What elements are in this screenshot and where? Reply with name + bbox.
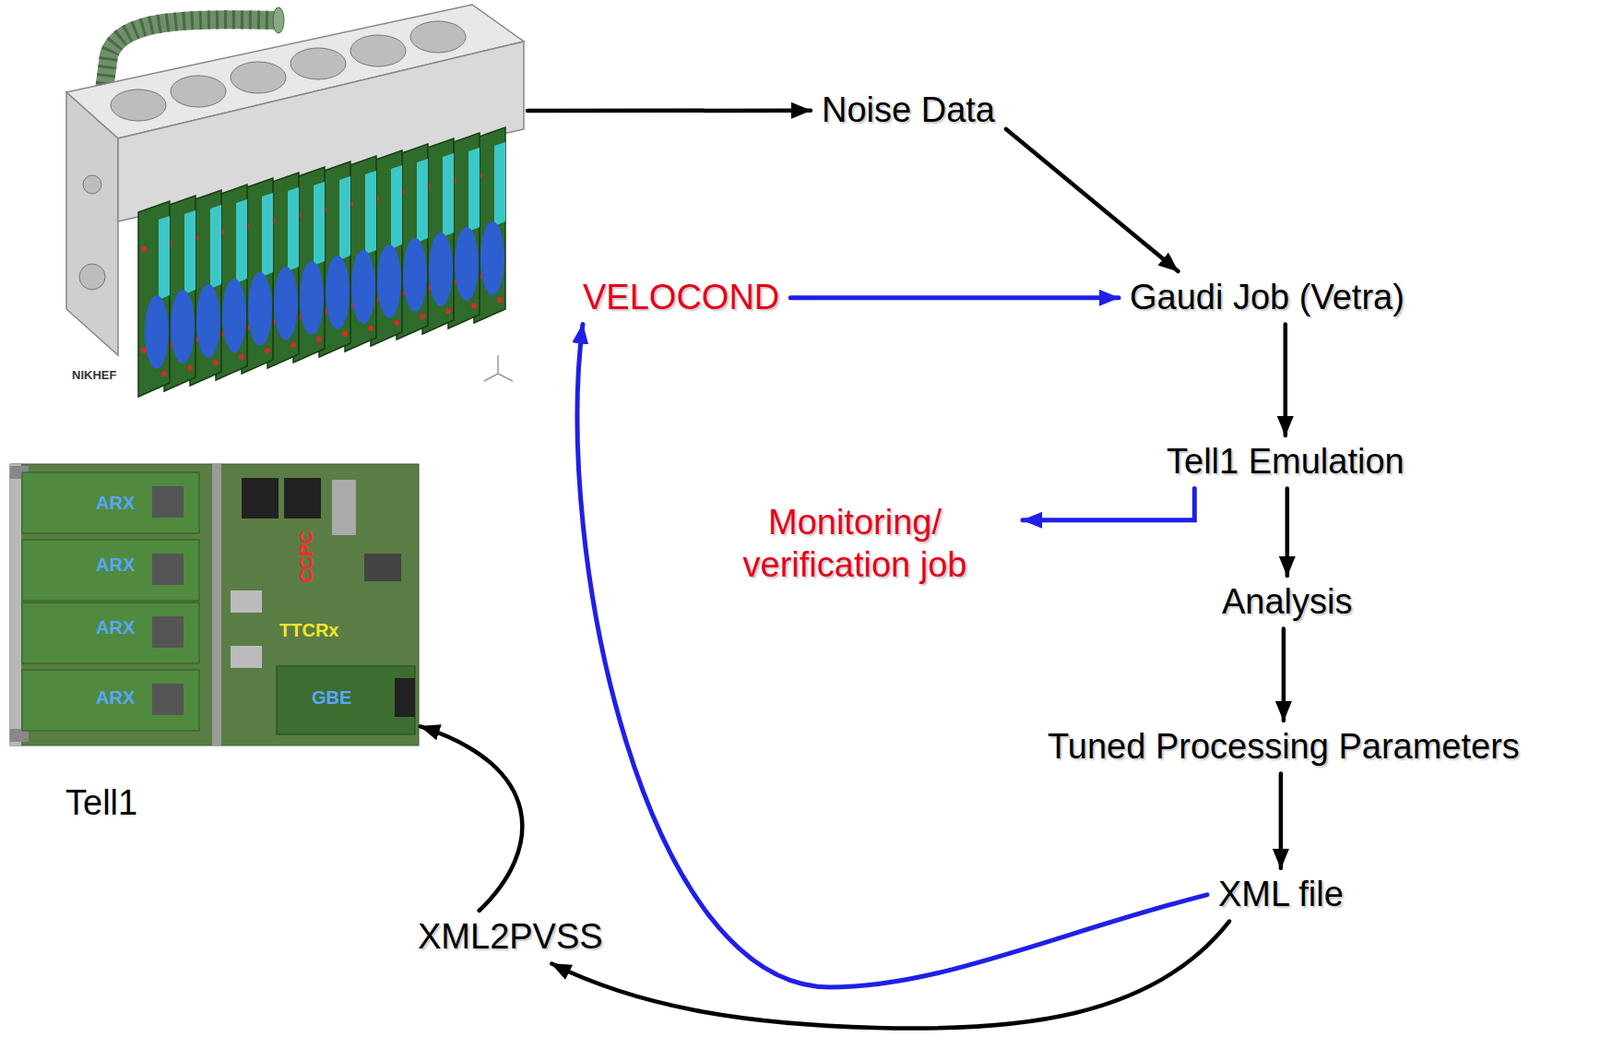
chip-label: CCPC: [296, 530, 318, 583]
chip-label: ARX: [95, 687, 135, 709]
connector-arrow: [420, 725, 522, 911]
connector-arrow: [551, 921, 1230, 1029]
tell1-board: Tell1: [10, 463, 421, 829]
node-text: Gaudi Job (Vetra): [1129, 276, 1405, 320]
connector-arrow: [1285, 488, 1291, 576]
node-text: XML file: [1218, 873, 1344, 916]
chip-label: TTCRx: [279, 619, 339, 641]
file-label: XML file: [1207, 867, 1355, 922]
connector-arrow: [1022, 488, 1195, 521]
connector-arrow: [790, 295, 1119, 300]
connector-arrow: [577, 324, 1208, 987]
connector-arrow: [1006, 129, 1178, 272]
node-text: NIKHEF: [71, 367, 117, 382]
chip-label: ARX: [95, 554, 135, 576]
node-text: Tell1 Emulation: [1166, 440, 1405, 484]
velo-detector: [66, 4, 524, 397]
process-label: Analysis: [1210, 575, 1364, 629]
monitoring-job: Monitoring/ verification job: [687, 496, 1023, 592]
connector-arrow: [1279, 773, 1284, 868]
connector-arrow: [527, 108, 811, 114]
chip-label: ARX: [95, 492, 135, 514]
process-label: Tell1 Emulation: [1155, 435, 1416, 489]
tell1-board: [10, 463, 419, 746]
node-text: VELOCOND: [582, 276, 780, 320]
chip-label: ARX: [95, 616, 135, 639]
process-label: Gaudi Job (Vetra): [1118, 271, 1416, 325]
tool-label: XML2PVSS: [406, 910, 615, 964]
connector-arrow: [1281, 628, 1287, 721]
chip-label: GBE: [311, 687, 352, 709]
node-text: XML2PVSS: [417, 915, 604, 959]
node-text: Tuned Processing Parameters: [1047, 725, 1520, 769]
process-label: Tuned Processing Parameters: [1036, 720, 1531, 774]
process-label: Noise Data: [810, 83, 1007, 138]
detector-figure: NIKHEF: [66, 0, 528, 392]
connector-arrow: [1283, 324, 1289, 436]
node-text: Tell1: [65, 782, 138, 823]
node-text: Noise Data: [821, 89, 996, 132]
node-text: Monitoring/ verification job: [698, 501, 1012, 586]
node-text: Analysis: [1221, 580, 1353, 624]
conditions-db: VELOCOND: [571, 271, 791, 325]
